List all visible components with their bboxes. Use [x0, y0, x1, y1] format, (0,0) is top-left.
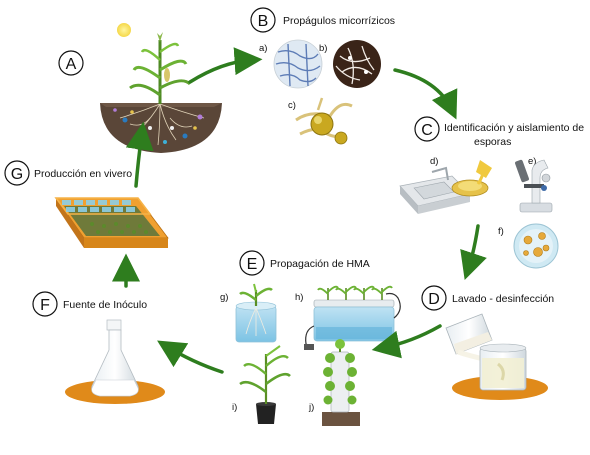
- step-f-label: Fuente de Inóculo: [63, 299, 147, 311]
- corn-plant-icon: [129, 32, 192, 104]
- hydroponic-tank-icon: [304, 285, 401, 350]
- step-c-letter: C: [421, 122, 433, 139]
- step-b-circle: [250, 7, 276, 33]
- step-c-circle: [414, 116, 440, 142]
- step-c-label-line1: Identificación y aislamiento de: [444, 122, 584, 134]
- step-d-label: Lavado - desinfección: [452, 293, 554, 305]
- step-c-label-line2: esporas: [474, 136, 511, 148]
- sublabel-g: g): [220, 292, 228, 303]
- step-e-label: Propagación de HMA: [270, 258, 370, 270]
- sublabel-i: i): [232, 402, 237, 413]
- step-e: E Propagación de HMA g) h): [220, 250, 401, 426]
- spore-hyphae-image: [295, 97, 353, 145]
- step-g-letter: G: [11, 166, 23, 183]
- arrow-c-to-d: [460, 224, 487, 280]
- sublabel-e: e): [528, 156, 536, 167]
- step-g: G Producción en vivero: [4, 160, 169, 248]
- hyphae-spores-image: [333, 40, 381, 88]
- potted-plant-icon: [239, 345, 291, 424]
- arrow-e-to-f: [157, 340, 224, 374]
- step-a-letter: A: [66, 56, 77, 73]
- step-d-letter: D: [428, 291, 440, 308]
- arrow-d-to-e: [371, 324, 442, 359]
- soil-bowl: [100, 103, 222, 153]
- sublabel-a: a): [259, 43, 267, 54]
- sieve-tray-icon: [399, 160, 492, 214]
- sublabel-c: c): [288, 100, 296, 111]
- arrow-g-to-a: [125, 121, 154, 188]
- step-b-label: Propágulos micorrízicos: [283, 15, 395, 27]
- erlenmeyer-flask-icon: [91, 319, 139, 397]
- cycle-arrows: [112, 47, 487, 374]
- step-f-circle: [32, 291, 58, 317]
- microscope-icon: [515, 159, 553, 213]
- step-c: C Identificación y aislamiento de espora…: [399, 116, 584, 269]
- sublabel-h: h): [295, 292, 303, 303]
- tank-seedlings-icon: [317, 285, 393, 300]
- step-b-letter: B: [258, 13, 269, 30]
- step-b: B Propágulos micorrízicos a) b) c): [250, 7, 395, 145]
- step-f: F Fuente de Inóculo: [32, 291, 165, 404]
- step-a-circle: [58, 50, 84, 76]
- step-e-letter: E: [247, 256, 258, 273]
- vertical-tower-icon: [322, 339, 360, 426]
- sun-icon: [117, 23, 131, 37]
- sublabel-f: f): [498, 226, 504, 237]
- step-g-label: Producción en vivero: [34, 168, 132, 180]
- pouring-beaker-icon: [445, 313, 493, 363]
- sublabel-b: b): [319, 43, 327, 54]
- step-e-circle: [239, 250, 265, 276]
- glass-beaker-icon: [479, 343, 527, 391]
- step-d-circle: [421, 285, 447, 311]
- root-cells-image: [273, 39, 323, 89]
- nursery-bed-icon: [54, 197, 169, 248]
- step-g-circle: [4, 160, 30, 186]
- arrow-b-to-c: [393, 68, 458, 120]
- step-f-letter: F: [40, 297, 50, 314]
- sublabel-j: j): [308, 402, 314, 413]
- sublabel-d: d): [430, 156, 438, 167]
- hydroponic-jar-icon: [235, 283, 277, 343]
- petri-dish-icon: [513, 223, 559, 269]
- arrow-a-to-b: [188, 47, 263, 84]
- step-d: D Lavado - desinfección: [421, 285, 554, 400]
